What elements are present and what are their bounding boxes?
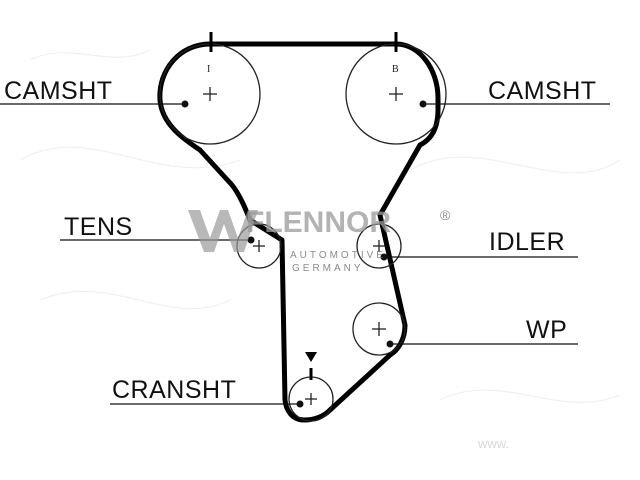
label-idler: IDLER [489,228,565,256]
label-water-pump: WP [526,316,567,344]
leader-dots [181,100,427,408]
site-watermark: www. [477,436,509,451]
left-cam-timing-mark: I [207,64,210,75]
brand-registered-mark: ® [440,207,451,223]
label-camshaft-left: CAMSHT [4,77,113,105]
leader-lines [0,103,610,405]
brand-line-2: GERMANY [292,263,364,274]
crankshaft-pulley [288,376,334,422]
label-tensioner: TENS [64,213,133,241]
right-cam-timing-mark: B [392,64,399,75]
brand-line-1: AUTOMOTIVE [290,250,386,261]
left-camshaft-pulley [159,43,261,145]
idler-pulley [356,223,402,269]
background-sketch [19,49,621,403]
water-pump-pulley [352,302,406,356]
right-camshaft-pulley [345,43,447,145]
brand-name: FLENNOR [246,206,391,239]
brand-logo-icon [188,210,258,252]
label-camshaft-right: CAMSHT [488,77,597,105]
label-crankshaft: CRANSHT [112,376,236,404]
crank-timing-arrow-icon [305,352,317,362]
